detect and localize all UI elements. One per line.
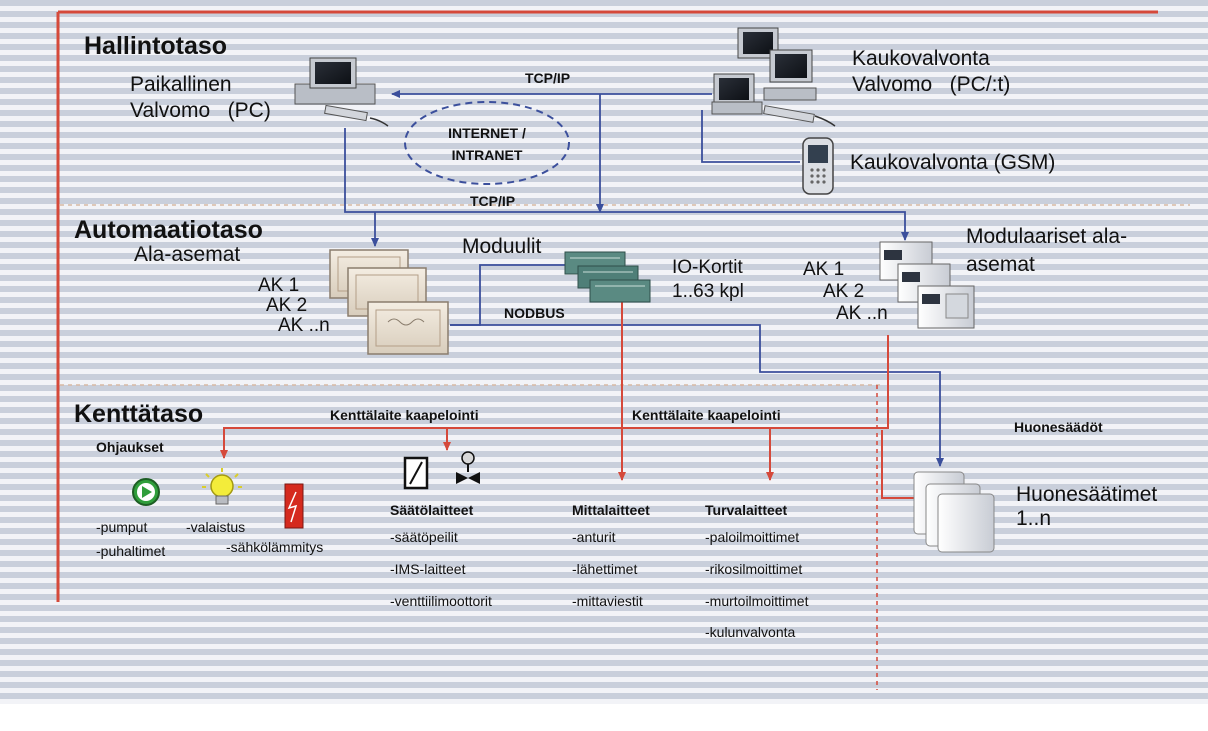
substations-label: Ala-asemat (134, 243, 241, 266)
pumps-label: -pumput (96, 519, 148, 535)
desktop-computer-icon (711, 27, 836, 127)
regulators-item-1: -säätöpeilit (390, 529, 458, 545)
ak-left-n: AK ..n (278, 315, 330, 336)
io-module-card-icon (564, 251, 651, 303)
room-controller-icon (913, 471, 995, 553)
remote-station-label-line2: Valvomo (PC/:t) (852, 73, 1011, 96)
safety-item-3: -murtoilmoittimet (705, 593, 809, 609)
internet-cloud (404, 101, 570, 185)
tcp-ip-label-top: TCP/IP (525, 70, 571, 86)
field-cabling-label-right: Kenttälaite kaapelointi (632, 407, 781, 423)
controls-title: Ohjaukset (96, 439, 164, 455)
room-controllers-label-line2: 1..n (1016, 507, 1052, 530)
gsm-link (701, 110, 800, 163)
remote-gsm-label: Kaukovalvonta (GSM) (850, 151, 1056, 174)
fans-label: -puhaltimet (96, 543, 166, 559)
field-cabling-label-left: Kenttälaite kaapelointi (330, 407, 479, 423)
measuring-title: Mittalaitteet (572, 502, 650, 518)
heating-label: -sähkölämmitys (226, 539, 324, 555)
measuring-item-1: -anturit (572, 529, 616, 545)
valve-actuator-icon (456, 451, 480, 484)
ak-left-1: AK 1 (258, 275, 300, 296)
electric-heater-icon (284, 483, 304, 529)
io-cards-label-line1: IO-Kortit (672, 257, 743, 278)
safety-item-4: -kulunvalvonta (705, 624, 796, 640)
tcp-ip-label-bottom: TCP/IP (470, 193, 516, 209)
substation-panel-icon (329, 249, 449, 355)
modular-substations-line2: asemat (966, 253, 1035, 276)
regulators-title: Säätölaitteet (390, 502, 474, 518)
modbus-label: NODBUS (504, 305, 565, 321)
regulators-item-3: -venttiilimoottorit (390, 593, 492, 609)
pump-icon (132, 478, 160, 506)
cloud-line-1: INTERNET / (448, 125, 526, 141)
desktop-computer-icon (294, 57, 389, 127)
modular-substations-line1: Modulaariset ala- (966, 225, 1128, 248)
level-title-automation: Automaatiotaso (74, 216, 263, 244)
ak-left-2: AK 2 (266, 295, 308, 316)
light-bulb-icon (202, 468, 242, 505)
thermostat-icon (403, 456, 429, 490)
safety-item-2: -rikosilmoittimet (705, 561, 803, 577)
io-cards-label-line2: 1..63 kpl (672, 281, 744, 302)
modules-label: Moduulit (462, 235, 542, 258)
room-controller-link (881, 430, 918, 499)
measuring-item-3: -mittaviestit (572, 593, 643, 609)
remote-station-label-line1: Kaukovalvonta (852, 47, 990, 70)
tcp-ip-bus-bottom (344, 128, 909, 241)
local-station-label-line1: Paikallinen (130, 73, 232, 96)
ak-right-2: AK 2 (823, 281, 865, 302)
room-controllers-label-line1: Huonesäätimet (1016, 483, 1158, 506)
internet-cloud-label: INTERNET / INTRANET (425, 122, 549, 167)
field-cabling-bus (220, 335, 889, 459)
ak-right-n: AK ..n (836, 303, 888, 324)
ak-right-1: AK 1 (803, 259, 845, 280)
lighting-label: -valaistus (186, 519, 246, 535)
regulators-item-2: -IMS-laitteet (390, 561, 466, 577)
cloud-line-2: INTRANET (451, 147, 523, 164)
level-title-field: Kenttätaso (74, 400, 204, 428)
mobile-phone-icon (802, 137, 834, 195)
level-title-admin: Hallintotaso (84, 32, 228, 60)
room-controls-label: Huonesäädöt (1014, 419, 1103, 435)
local-station-label-line2: Valvomo (PC) (130, 99, 271, 122)
safety-item-1: -paloilmoittimet (705, 529, 800, 545)
substation-panel-icon (879, 241, 975, 329)
room-bus (450, 324, 944, 467)
measuring-item-2: -lähettimet (572, 561, 638, 577)
safety-title: Turvalaitteet (705, 502, 788, 518)
